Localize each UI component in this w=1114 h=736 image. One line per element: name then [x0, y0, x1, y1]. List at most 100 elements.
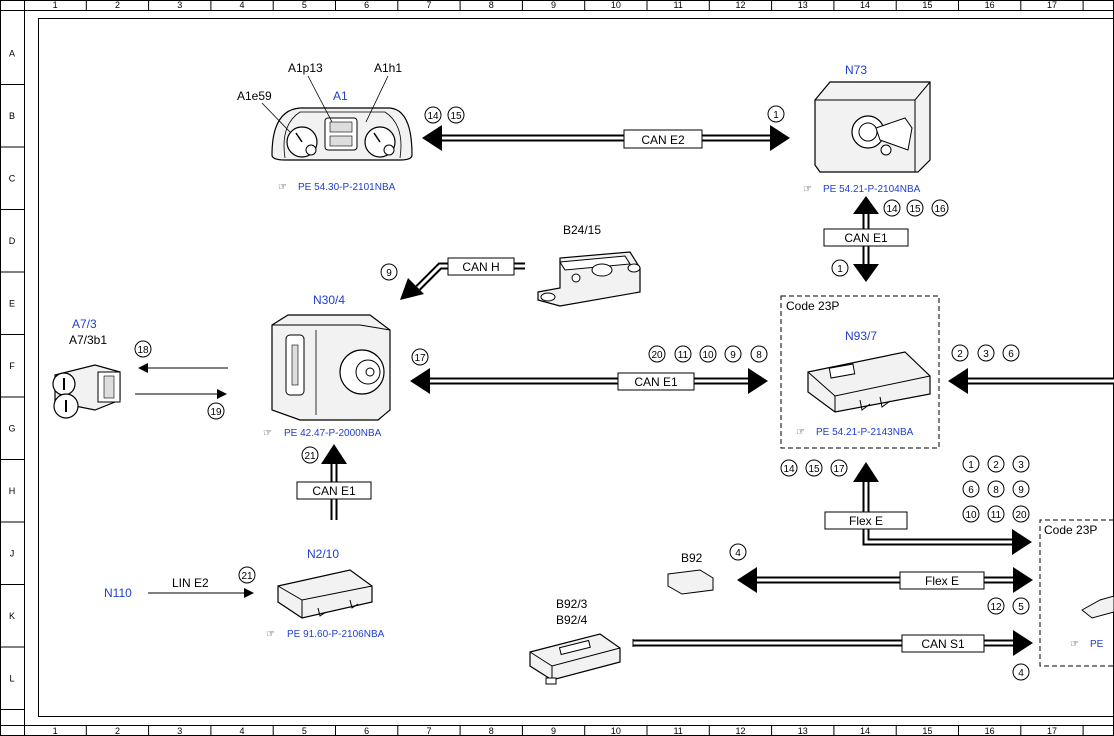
- grid-row-label: D: [9, 236, 16, 246]
- grid-column-label: 14: [860, 726, 870, 736]
- can-e1-low-bus: CAN E1 21: [296, 444, 372, 520]
- grid-column-label: 6: [364, 726, 369, 736]
- svg-text:6: 6: [968, 485, 974, 496]
- svg-text:21: 21: [304, 451, 316, 462]
- svg-text:20: 20: [651, 350, 663, 361]
- svg-text:21: 21: [241, 571, 253, 582]
- n93-7-label: N93/7: [845, 329, 877, 343]
- can-e1-vertical-bus: CAN E1: [823, 196, 909, 282]
- svg-text:10: 10: [965, 510, 977, 521]
- circle-refs-n73-down: 14 15 16: [883, 199, 949, 217]
- a1h1-label: A1h1: [374, 61, 402, 75]
- right-unit-icon: [1081, 595, 1114, 619]
- grid-row-label: C: [9, 173, 16, 183]
- grid-column-label: 1: [53, 0, 58, 10]
- b92-3-label: B92/3: [556, 597, 588, 611]
- flex-e-vert-label: Flex E: [849, 514, 883, 528]
- a1-label: A1: [333, 89, 348, 103]
- b24-15-sensor-icon: [537, 251, 641, 307]
- n30-4-label: N30/4: [313, 293, 345, 307]
- grid-column-label: 11: [673, 0, 682, 10]
- grid-column-label: 8: [489, 0, 494, 10]
- svg-text:4: 4: [1018, 668, 1024, 679]
- n73-reference-link[interactable]: PE 54.21-P-2104NBA: [823, 184, 921, 195]
- svg-text:15: 15: [909, 204, 921, 215]
- ref-hand-icon: ☞: [278, 182, 287, 193]
- right-code-23p-label: Code 23P: [1044, 523, 1097, 537]
- right-reference-link[interactable]: PE: [1090, 639, 1104, 650]
- svg-text:14: 14: [783, 464, 795, 475]
- svg-text:5: 5: [1018, 602, 1024, 613]
- circle-refs-flex-grid: 1 2 3 6 8 9 10 11 20: [962, 455, 1030, 523]
- svg-text:1: 1: [837, 264, 843, 275]
- svg-text:6: 6: [1008, 349, 1014, 360]
- grid-column-label: 10: [611, 726, 621, 736]
- svg-text:20: 20: [1015, 510, 1027, 521]
- svg-text:9: 9: [386, 268, 392, 279]
- grid-column-label: 6: [364, 0, 369, 10]
- n73-label: N73: [845, 63, 867, 77]
- a1p13-label: A1p13: [288, 61, 323, 75]
- n30-4-reference-link[interactable]: PE 42.47-P-2000NBA: [284, 428, 382, 439]
- grid-column-label: 17: [1047, 0, 1057, 10]
- n93-right-bus: [948, 368, 1114, 394]
- n93-7-reference-link[interactable]: PE 54.21-P-2143NBA: [816, 427, 914, 438]
- grid-column-label: 13: [798, 0, 808, 10]
- grid-column-label: 15: [922, 726, 932, 736]
- can-s1-label: CAN S1: [921, 637, 965, 651]
- svg-text:4: 4: [735, 548, 741, 559]
- svg-text:16: 16: [934, 204, 946, 215]
- can-e2-label: CAN E2: [641, 133, 685, 147]
- drawing-border: [38, 18, 1114, 717]
- b92-3-sensor-icon: [529, 633, 621, 685]
- svg-text:17: 17: [414, 353, 426, 364]
- grid-row-label: K: [9, 611, 15, 621]
- grid-column-label: 1: [53, 726, 58, 736]
- svg-text:18: 18: [137, 345, 149, 356]
- can-e1-mid-label: CAN E1: [634, 375, 678, 389]
- grid-column-label: 4: [240, 726, 245, 736]
- svg-text:1: 1: [773, 110, 779, 121]
- svg-text:2: 2: [957, 349, 963, 360]
- code-23p-label: Code 23P: [786, 299, 839, 313]
- svg-text:10: 10: [702, 350, 714, 361]
- right-code-23p-box: [1039, 519, 1114, 667]
- grid-row-label: B: [9, 111, 15, 121]
- n2-10-reference-link[interactable]: PE 91.60-P-2106NBA: [287, 629, 385, 640]
- can-e2-bus: CAN E2: [422, 125, 790, 151]
- n30-4-esp-unit-icon: [271, 314, 391, 421]
- lin-e2-label: LIN E2: [172, 576, 209, 590]
- svg-text:9: 9: [1018, 485, 1024, 496]
- n2-10-module-icon: [277, 569, 373, 619]
- grid-column-label: 5: [302, 726, 307, 736]
- circle-refs-lin: 21: [238, 566, 256, 584]
- grid-column-label: 14: [860, 0, 870, 10]
- circle-refs-can-s1: 4: [1012, 663, 1030, 681]
- grid-column-label: 9: [551, 0, 556, 10]
- svg-text:14: 14: [427, 111, 439, 122]
- code-23p-box: [780, 295, 940, 449]
- can-h-label: CAN H: [462, 260, 499, 274]
- grid-column-label: 3: [177, 726, 182, 736]
- n73-ignition-switch-icon: [814, 81, 931, 173]
- circle-refs-can-e1-mid: 20 11 10 9 8: [648, 345, 768, 363]
- ref-hand-icon: ☞: [266, 629, 275, 640]
- svg-text:15: 15: [450, 111, 462, 122]
- ref-hand-icon: ☞: [803, 184, 812, 195]
- a1e59-label: A1e59: [237, 89, 272, 103]
- a7-3-valve-icon: [52, 364, 121, 419]
- grid-column-label: 5: [302, 0, 307, 10]
- circle-refs-n73-bottom: 1: [831, 259, 849, 277]
- grid-column-label: 16: [985, 0, 995, 10]
- grid-row-label: L: [9, 673, 14, 683]
- n110-label: N110: [104, 586, 132, 600]
- grid-column-label: 13: [798, 726, 808, 736]
- grid-column-label: 11: [673, 726, 682, 736]
- grid-row-label: A: [9, 48, 15, 58]
- grid-row-label: H: [9, 486, 16, 496]
- svg-text:1: 1: [968, 460, 974, 471]
- a1-reference-link[interactable]: PE 54.30-P-2101NBA: [298, 182, 396, 193]
- grid-row-label: J: [10, 548, 15, 558]
- can-e1-top-label: CAN E1: [844, 231, 888, 245]
